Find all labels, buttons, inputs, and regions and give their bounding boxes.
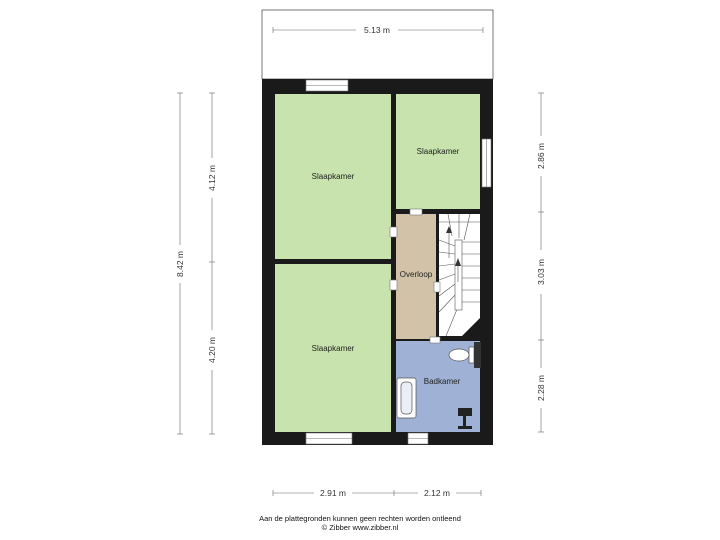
- balcony-outline: [261, 9, 494, 80]
- stair-arrow-icon: [455, 258, 461, 266]
- door-openings: [389, 208, 441, 344]
- dimension-line-left-total: [177, 92, 183, 435]
- window-bottom-right: [407, 432, 429, 445]
- dimension-top-width: 5.13 m: [364, 25, 390, 35]
- room-bedroom-bottom-left: [275, 264, 391, 432]
- dimension-right-upper: 2.86 m: [536, 143, 546, 169]
- dimension-left-lower: 4.20 m: [207, 337, 217, 363]
- room-bedroom-top-right: [396, 94, 480, 209]
- dimension-bottom-right: 2.12 m: [424, 488, 450, 498]
- window-bottom-left: [305, 432, 353, 445]
- window-top: [305, 79, 349, 92]
- staircase: [438, 213, 480, 337]
- room-label-landing: Overloop: [400, 270, 433, 279]
- copyright-text: © Zibber www.zibber.nl: [321, 523, 399, 532]
- window-right: [481, 138, 492, 188]
- room-label-bedroom-2: Slaapkamer: [417, 147, 460, 156]
- toilet-icon: [448, 346, 475, 364]
- bathtub-icon: [396, 377, 417, 419]
- footer-disclaimer: Aan de plattegronden kunnen geen rechten…: [0, 514, 720, 532]
- dimension-line-left-split: [209, 92, 215, 435]
- stair-arrow-up-icon: [446, 226, 452, 233]
- dimension-left-total: 8.42 m: [175, 251, 185, 277]
- dimension-line-right: [538, 92, 544, 433]
- disclaimer-text: Aan de plattegronden kunnen geen rechten…: [259, 514, 461, 523]
- dimension-right-lower: 2.28 m: [536, 375, 546, 401]
- dimension-line-bottom: [272, 490, 482, 496]
- dimension-right-middle: 3.03 m: [536, 259, 546, 285]
- dimension-line-top: [272, 27, 484, 33]
- shaft: [474, 342, 481, 368]
- room-label-bedroom-1: Slaapkamer: [312, 172, 355, 181]
- room-bedroom-top-left: [275, 94, 391, 259]
- room-landing: [396, 214, 436, 339]
- room-label-bathroom: Badkamer: [424, 377, 461, 386]
- washbasin-icon: [458, 408, 472, 429]
- dimension-left-upper: 4.12 m: [207, 165, 217, 191]
- room-label-bedroom-3: Slaapkamer: [312, 344, 355, 353]
- dimension-bottom-left: 2.91 m: [320, 488, 346, 498]
